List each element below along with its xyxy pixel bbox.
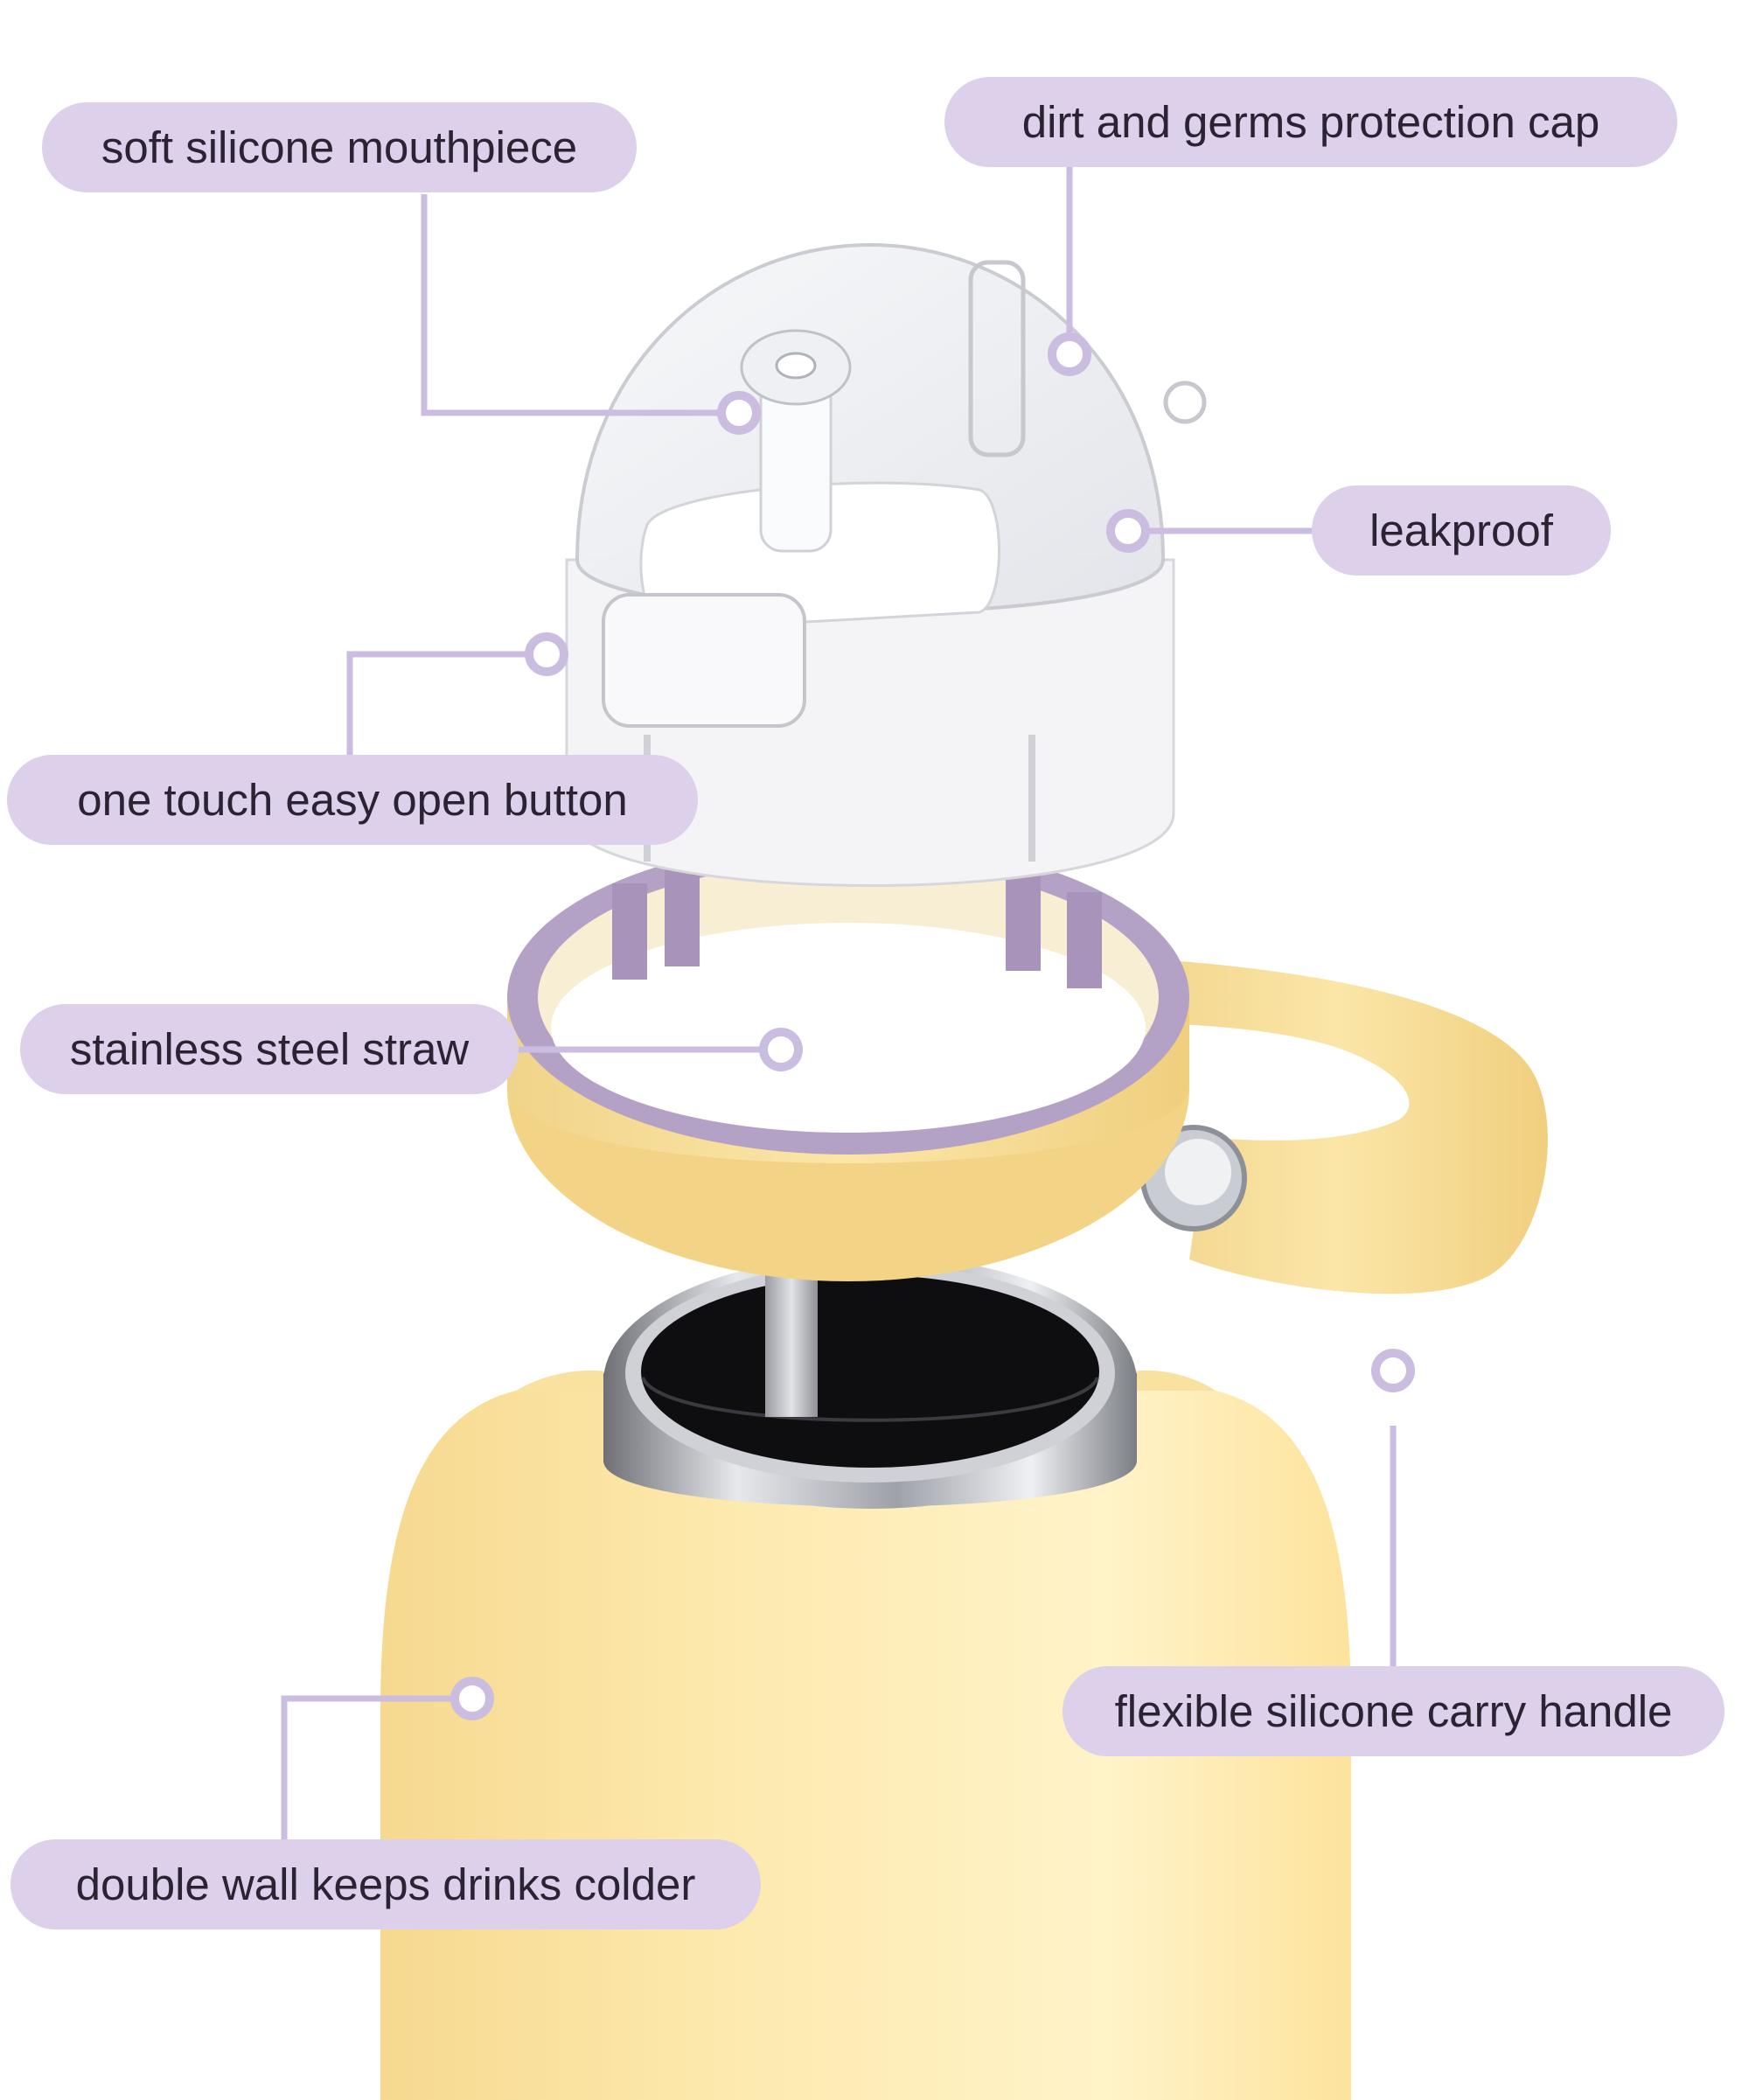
leader-dots (450, 332, 1415, 1720)
label-protection-cap: dirt and germs protection cap (944, 77, 1677, 167)
label-double-wall: double wall keeps drinks colder (10, 1839, 761, 1929)
label-mouthpiece: soft silicone mouthpiece (42, 102, 637, 192)
label-steel-straw: stainless steel straw (20, 1004, 519, 1094)
bottle-neck (603, 1255, 1137, 1509)
label-carry-handle: flexible silicone carry handle (1063, 1666, 1725, 1756)
mouthpiece-dot (717, 391, 761, 435)
wall-dot (450, 1677, 494, 1720)
handle-ring (507, 840, 1189, 1281)
bottle-opening (641, 1275, 1099, 1468)
label-open-button: one touch easy open button (7, 755, 698, 845)
lid (565, 242, 1207, 887)
straw-dot (759, 1028, 803, 1071)
leakproof-dot (1106, 509, 1150, 553)
button-dot (525, 632, 568, 676)
handle-dot (1371, 1349, 1415, 1392)
label-leakproof: leakproof (1312, 485, 1611, 576)
carry-handle-strap (1128, 958, 1548, 1294)
easy-open-button (602, 593, 806, 728)
cap-dot (1048, 332, 1091, 376)
